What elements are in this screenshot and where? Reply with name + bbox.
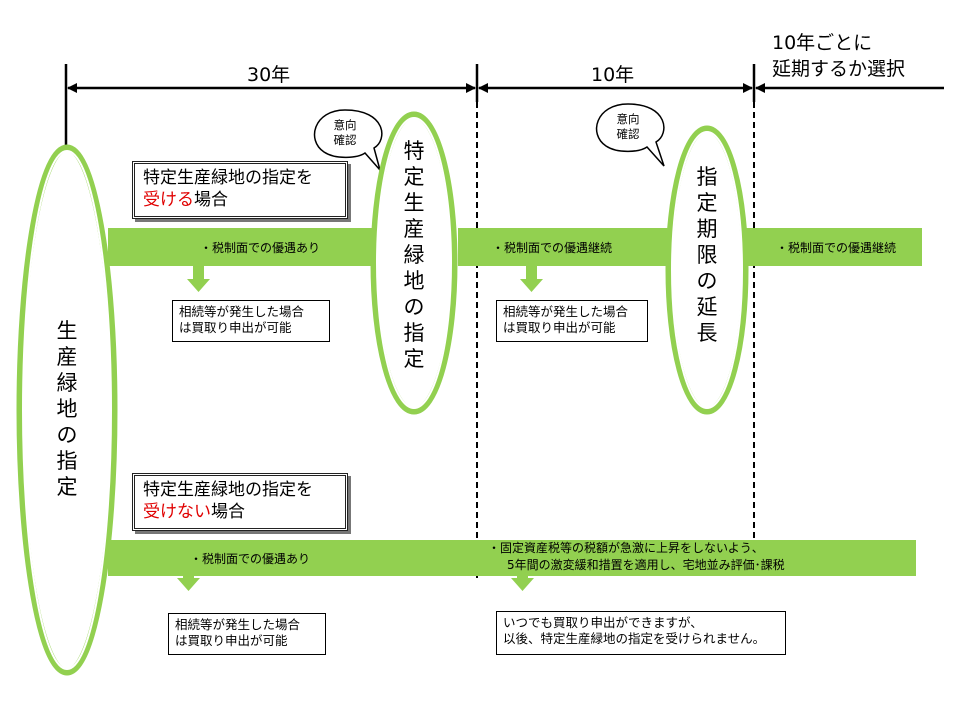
vertical-char: 延 [696,295,718,319]
case-receive-line1: 特定生産緑地の指定を [143,168,313,188]
vertical-char: 特 [403,139,425,163]
vertical-char: の [56,423,78,447]
period-label-every10y: 10年ごとに [772,32,873,54]
note-top-1-line1: 相続等が発生した場合 [179,304,305,319]
vertical-char: 定 [403,165,425,189]
band-bottom-text-2-line2: 5年間の激変緩和措置を適用し、宅地並み評価･課税 [507,558,785,572]
vertical-char: 地 [56,397,78,421]
vertical-char: 定 [403,347,425,371]
band-top-text-2: ・税制面での優遇継続 [492,241,613,255]
speech-bubble-1 [313,109,383,171]
case-receive-box: 特定生産緑地の指定を 受ける場合 [132,161,348,219]
case-receive-line2: 受ける場合 [143,189,337,211]
case-not-receive-box: 特定生産緑地の指定を 受けない場合 [132,473,348,531]
oval-designation-inner [376,117,452,409]
period-label-choose-extend: 延期するか選択 [772,58,906,80]
bubble-text-1-line1: 意向 [333,118,357,132]
vertical-char: 産 [56,345,78,369]
note-top-1-line2: は買取り申出が可能 [179,320,292,335]
down-arrow-top2 [520,266,543,292]
band-bottom-text-2-line1: ・固定資産税等の税額が急激に上昇をしないよう、 [488,541,764,555]
bubble-text-2-line1: 意向 [616,112,640,126]
vertical-char: 緑 [56,371,78,395]
down-arrow-top1 [187,266,210,292]
note-bottom-2: いつでも買取り申出ができますが、 以後、特定生産緑地の指定を受けられません。 [496,611,786,655]
period-label-30y: 30年 [247,64,291,86]
note-bottom-2-line1: いつでも買取り申出ができますが、 [503,615,703,630]
case-receive-highlight: 受ける [143,190,194,210]
case-not-receive-highlight: 受けない [143,502,211,522]
vertical-char: 緑 [403,243,425,267]
bubble-text-1-line2: 確認 [333,133,357,147]
case-not-receive-suffix: 場合 [211,502,245,522]
oval-extension [665,125,749,415]
band-top-seg3 [742,228,922,266]
band-bottom [108,540,916,576]
note-bottom-1-line1: 相続等が発生した場合 [175,617,301,632]
note-top-2: 相続等が発生した場合 は買取り申出が可能 [496,300,648,342]
vertical-char: の [696,269,718,293]
band-top-text-1: ・税制面での優遇あり [200,241,321,255]
vertical-char: の [403,295,425,319]
vertical-char: 地 [403,269,425,293]
oval-designation [370,111,458,415]
vertical-char: 産 [403,217,425,241]
down-arrow-bottom2 [511,565,534,591]
vertical-char: 指 [696,165,718,189]
vertical-char: 限 [696,243,718,267]
period-label-10y: 10年 [591,64,635,86]
band-top-seg2 [458,228,674,266]
band-top-seg1 [108,228,380,266]
vertical-char: 指 [56,449,78,473]
note-bottom-1: 相続等が発生した場合 は買取り申出が可能 [168,613,326,655]
oval-extension-label: 指定期限の延長 [694,164,720,346]
speech-bubble-2 [596,103,665,167]
case-not-receive-line1: 特定生産緑地の指定を [143,480,313,500]
vertical-char: 期 [696,217,718,241]
oval-start-label: 生産緑地の指定 [54,318,80,500]
case-receive-suffix: 場合 [194,190,228,210]
vertical-char: 定 [56,475,78,499]
vertical-char: 定 [696,191,718,215]
note-top-2-line2: は買取り申出が可能 [503,320,616,335]
vertical-char: 生 [403,191,425,215]
case-not-receive-line2: 受けない場合 [143,501,337,523]
oval-extension-inner [671,131,743,409]
note-bottom-1-line2: は買取り申出が可能 [175,633,288,648]
note-bottom-2-line2: 以後、特定生産緑地の指定を受けられません。 [503,631,766,646]
oval-start-inner [22,150,112,670]
down-arrow-bottom1 [177,565,200,591]
note-top-1: 相続等が発生した場合 は買取り申出が可能 [172,300,330,342]
bubble-text-2-line2: 確認 [616,127,640,141]
vertical-char: 生 [56,319,78,343]
vertical-char: 長 [696,321,718,345]
note-top-2-line1: 相続等が発生した場合 [503,304,629,319]
oval-start [16,144,118,676]
band-bottom-text-1: ・税制面での優遇あり [190,552,311,566]
band-top-text-3: ・税制面での優遇継続 [776,241,897,255]
oval-designation-label: 特定生産緑地の指定 [401,138,427,372]
vertical-char: 指 [403,321,425,345]
